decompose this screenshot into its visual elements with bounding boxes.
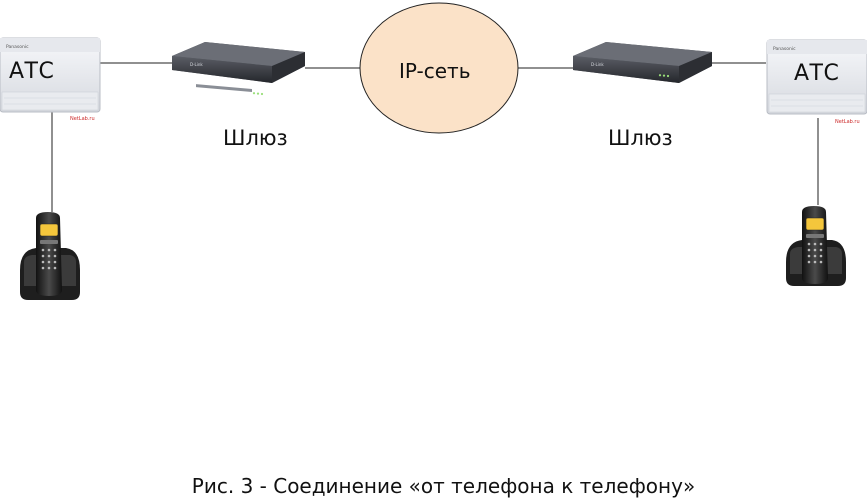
pbx-right-stamp: NetLab.ru — [835, 119, 860, 125]
pbx-right-label: АТС — [794, 61, 839, 86]
gateway-left-brand: D-Link — [190, 62, 203, 67]
gateway-right-brand: D-Link — [591, 62, 604, 67]
pbx-left-brand: Panasonic — [6, 44, 29, 50]
phone-left-icon — [20, 212, 80, 300]
gateway-right-label: Шлюз — [608, 126, 673, 150]
pbx-right-brand: Panasonic — [773, 46, 796, 52]
pbx-left-label: АТС — [9, 59, 54, 84]
figure-caption: Рис. 3 - Соединение «от телефона к телеф… — [0, 474, 867, 498]
phone-right-icon — [786, 206, 846, 286]
ip-network-label: IP-сеть — [399, 59, 470, 83]
pbx-left-stamp: NetLab.ru — [70, 116, 95, 122]
gateway-left-icon: D-Link — [172, 42, 305, 95]
gateway-left-label: Шлюз — [223, 126, 288, 150]
gateway-right-icon: D-Link — [573, 42, 712, 83]
